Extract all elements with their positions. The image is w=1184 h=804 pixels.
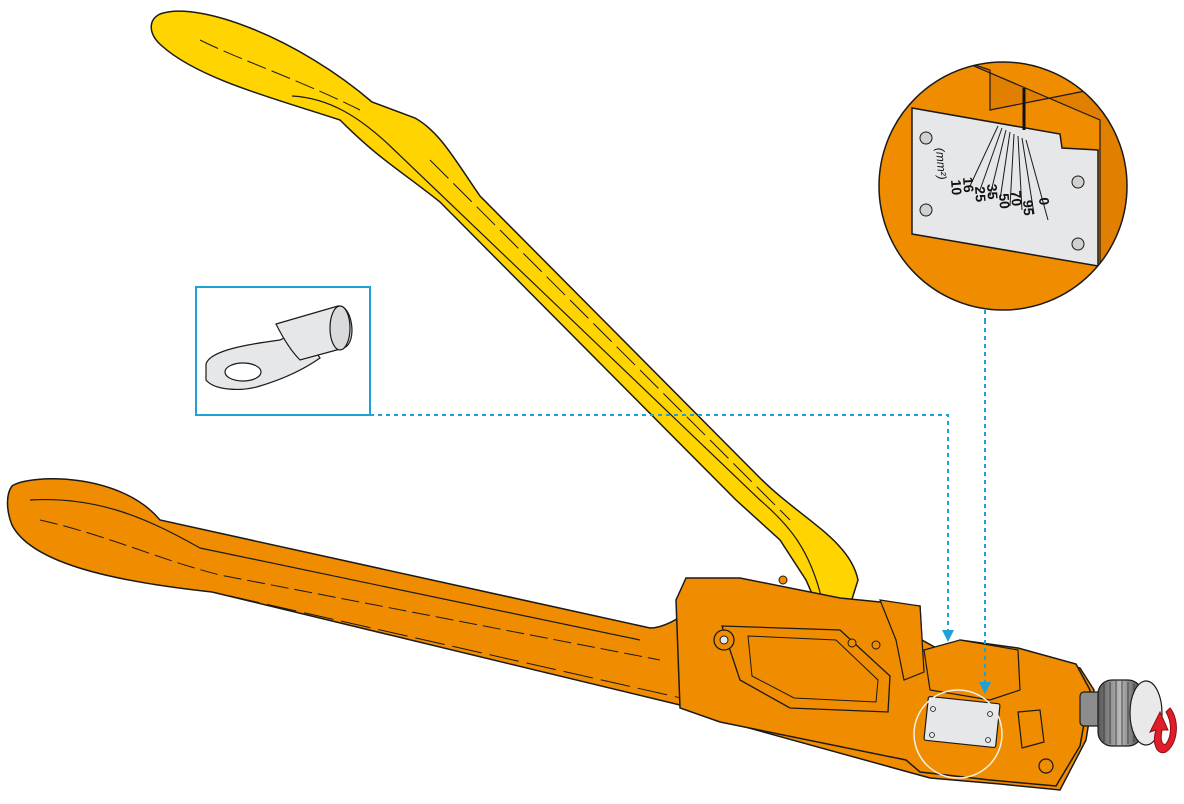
scale-tick-35: 35 xyxy=(984,183,1001,200)
scale-tick-70: 70 xyxy=(1008,190,1025,207)
scale-unit-label: (mm²) xyxy=(933,147,949,180)
screw-1 xyxy=(847,638,857,648)
callout-lug-to-jaw xyxy=(370,414,949,632)
lower-handle-groove-2 xyxy=(39,519,661,661)
upper-handle-groove-2 xyxy=(199,39,361,111)
head-side-plate xyxy=(721,625,891,713)
zoom-scale-plate xyxy=(911,107,1099,267)
upper-handle-groove xyxy=(429,159,791,521)
upper-handle-body xyxy=(150,10,859,613)
jaw-upper xyxy=(879,599,925,681)
upper-handle-edge xyxy=(291,95,823,601)
lug-inset xyxy=(195,286,371,416)
zoom-circle-outline xyxy=(878,61,1128,311)
cable-lug-icon xyxy=(205,305,353,390)
crimp-head xyxy=(675,577,1091,787)
scale-tick-10: 10 xyxy=(948,179,965,196)
head-window xyxy=(1017,709,1045,749)
screw-2 xyxy=(871,640,881,650)
small-plate-screw-1 xyxy=(930,706,936,712)
callout-arrowhead-plate xyxy=(979,682,991,694)
head-bolt xyxy=(1038,758,1054,774)
head-side-inner xyxy=(747,635,879,703)
small-plate-screw-2 xyxy=(987,711,993,717)
rotate-arrow-icon xyxy=(1149,707,1177,754)
scale-tick-16: 16 xyxy=(960,176,977,193)
small-scale-plate xyxy=(923,695,1001,749)
head-pin-center xyxy=(719,635,729,645)
small-plate-screw-3 xyxy=(929,732,935,738)
scale-tick-95: 95 xyxy=(1020,199,1037,216)
small-plate-screw-4 xyxy=(985,737,991,743)
plate-highlight-ring xyxy=(913,689,1003,779)
zoom-plate-screws xyxy=(919,131,1085,251)
pivot-hole-1 xyxy=(778,575,788,585)
scale-tick-0: 0 xyxy=(1036,197,1053,206)
scale-tick-25: 25 xyxy=(972,186,989,203)
lower-handle-groove xyxy=(29,498,641,641)
scale-tick-50: 50 xyxy=(996,193,1013,210)
callout-arrowhead-jaw xyxy=(942,630,954,642)
lug-barrel-end xyxy=(329,305,351,351)
lug-hole xyxy=(224,362,262,382)
zoom-scale-lines xyxy=(969,125,1049,221)
lower-handle-groove-3 xyxy=(229,595,691,701)
jaw-lower xyxy=(923,639,1021,701)
callout-lines xyxy=(370,320,986,684)
